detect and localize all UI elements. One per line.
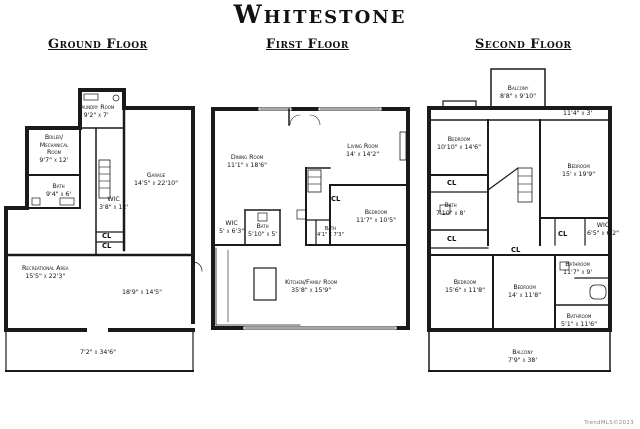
- ground-closet-1: CL: [102, 232, 112, 240]
- ground-open-area: 18'9" x 14'5": [122, 289, 163, 296]
- second-floor-label: Second Floor: [475, 37, 572, 52]
- ground-recreational-area: Recreational Area 15'5" x 22'3": [22, 265, 69, 280]
- ground-patio: 7'2" x 34'6": [80, 349, 117, 356]
- first-bedroom: Bedroom 11'7" x 10'5": [356, 209, 397, 224]
- first-closet: CL: [331, 195, 341, 203]
- second-closet-1: CL: [447, 179, 457, 187]
- watermark: TrendMLS©2023: [584, 420, 634, 426]
- first-bath-2: Bath 4'1" x 7'3": [317, 226, 344, 238]
- second-hall: 11'4" x 3': [563, 110, 593, 117]
- second-bathroom-1: Bathroom 11'7" x 9': [563, 261, 593, 276]
- first-kitchen-family-room: Kitchen/Family Room 35'8" x 15'9": [285, 279, 338, 294]
- first-floor-label: First Floor: [266, 37, 349, 52]
- second-closet-4: CL: [511, 246, 521, 254]
- ground-bath: Bath 9'4" x 6': [46, 183, 72, 198]
- first-wic: WIC 5' x 6'3": [219, 220, 245, 235]
- second-floor-walls: [427, 68, 612, 372]
- ground-boiler-room: Boiler/ Mechanical Room 9'7" x 12': [39, 134, 69, 164]
- ground-floor-walls: [4, 88, 203, 372]
- ground-laundry-room: Laundry Room 9'2" x 7': [78, 104, 115, 119]
- second-master-bedroom: Bedroom 15' x 19'9": [562, 163, 596, 178]
- ground-closet-2: CL: [102, 242, 112, 250]
- second-bath: Bath 7'10" x 8': [436, 202, 466, 217]
- first-floor-walls: [211, 107, 410, 330]
- ground-wic: WIC 3'8" x 12': [99, 196, 129, 211]
- first-living-room: Living Room 14' x 14'2": [346, 143, 380, 158]
- plan-title: Whitestone: [233, 0, 407, 29]
- first-bath-1: Bath 5'10" x 5': [248, 223, 278, 238]
- second-balcony-top: Balcony 8'8" x 9'10": [500, 85, 537, 100]
- second-bedroom-2: Bedroom 15'6" x 11'8": [445, 279, 486, 294]
- ground-garage: Garage 14'5" x 22'10": [134, 172, 179, 187]
- first-dining-room: Dining Room 11'1" x 18'6": [227, 154, 268, 169]
- second-closet-3: CL: [558, 230, 568, 238]
- ground-floor-label: Ground Floor: [48, 37, 148, 52]
- second-bedroom-1: Bedroom 10'10" x 14'6": [437, 136, 482, 151]
- second-bedroom-3: Bedroom 14' x 11'8": [508, 284, 542, 299]
- second-bathroom-2: Bathroom 5'1" x 11'6": [561, 313, 598, 328]
- second-wic: WIC 6'5" x 6'2": [587, 222, 620, 237]
- second-closet-2: CL: [447, 235, 457, 243]
- second-balcony-bottom: Balcony 7'9" x 38': [508, 349, 538, 364]
